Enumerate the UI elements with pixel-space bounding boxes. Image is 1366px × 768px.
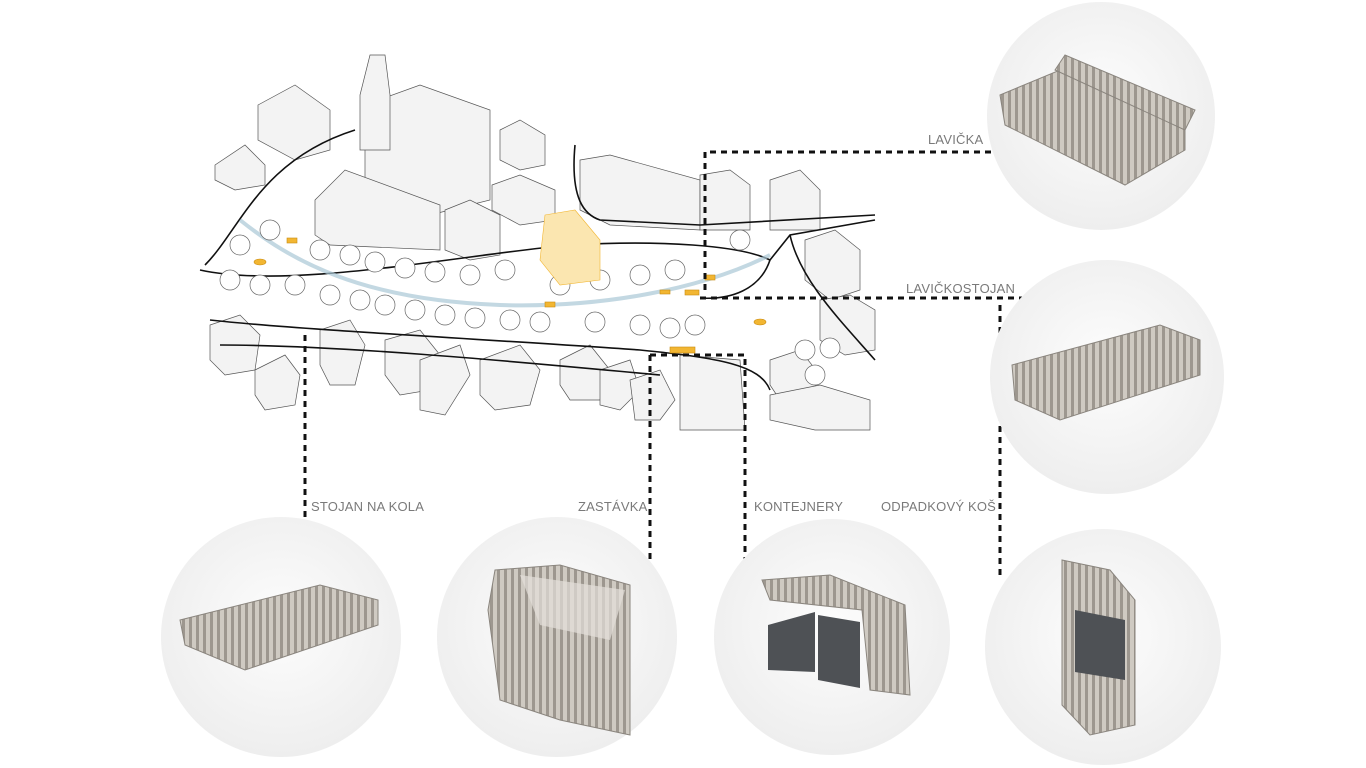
product-lavicka bbox=[987, 2, 1215, 230]
highlighted-elements bbox=[253, 209, 767, 354]
product-stojan-na-kola bbox=[161, 517, 401, 757]
label-stojan-na-kola: STOJAN NA KOLA bbox=[311, 499, 425, 514]
product-odpadkovy-kos bbox=[985, 529, 1221, 765]
site-map bbox=[199, 54, 876, 431]
trees bbox=[219, 219, 841, 386]
label-zastavka: ZASTÁVKA bbox=[578, 499, 648, 514]
product-kontejnery bbox=[714, 519, 950, 755]
label-kontejnery: KONTEJNERY bbox=[754, 499, 844, 514]
buildings bbox=[209, 54, 876, 431]
label-lavickostojan: LAVIČKOSTOJAN bbox=[906, 281, 1016, 296]
product-zastavka bbox=[437, 517, 677, 757]
label-odpadkovy-kos: ODPADKOVÝ KOŠ bbox=[881, 499, 997, 514]
label-lavicka: LAVIČKA bbox=[928, 132, 984, 147]
stream bbox=[238, 218, 771, 308]
product-lavickostojan bbox=[990, 260, 1224, 494]
leader-lavicka bbox=[703, 150, 1030, 290]
